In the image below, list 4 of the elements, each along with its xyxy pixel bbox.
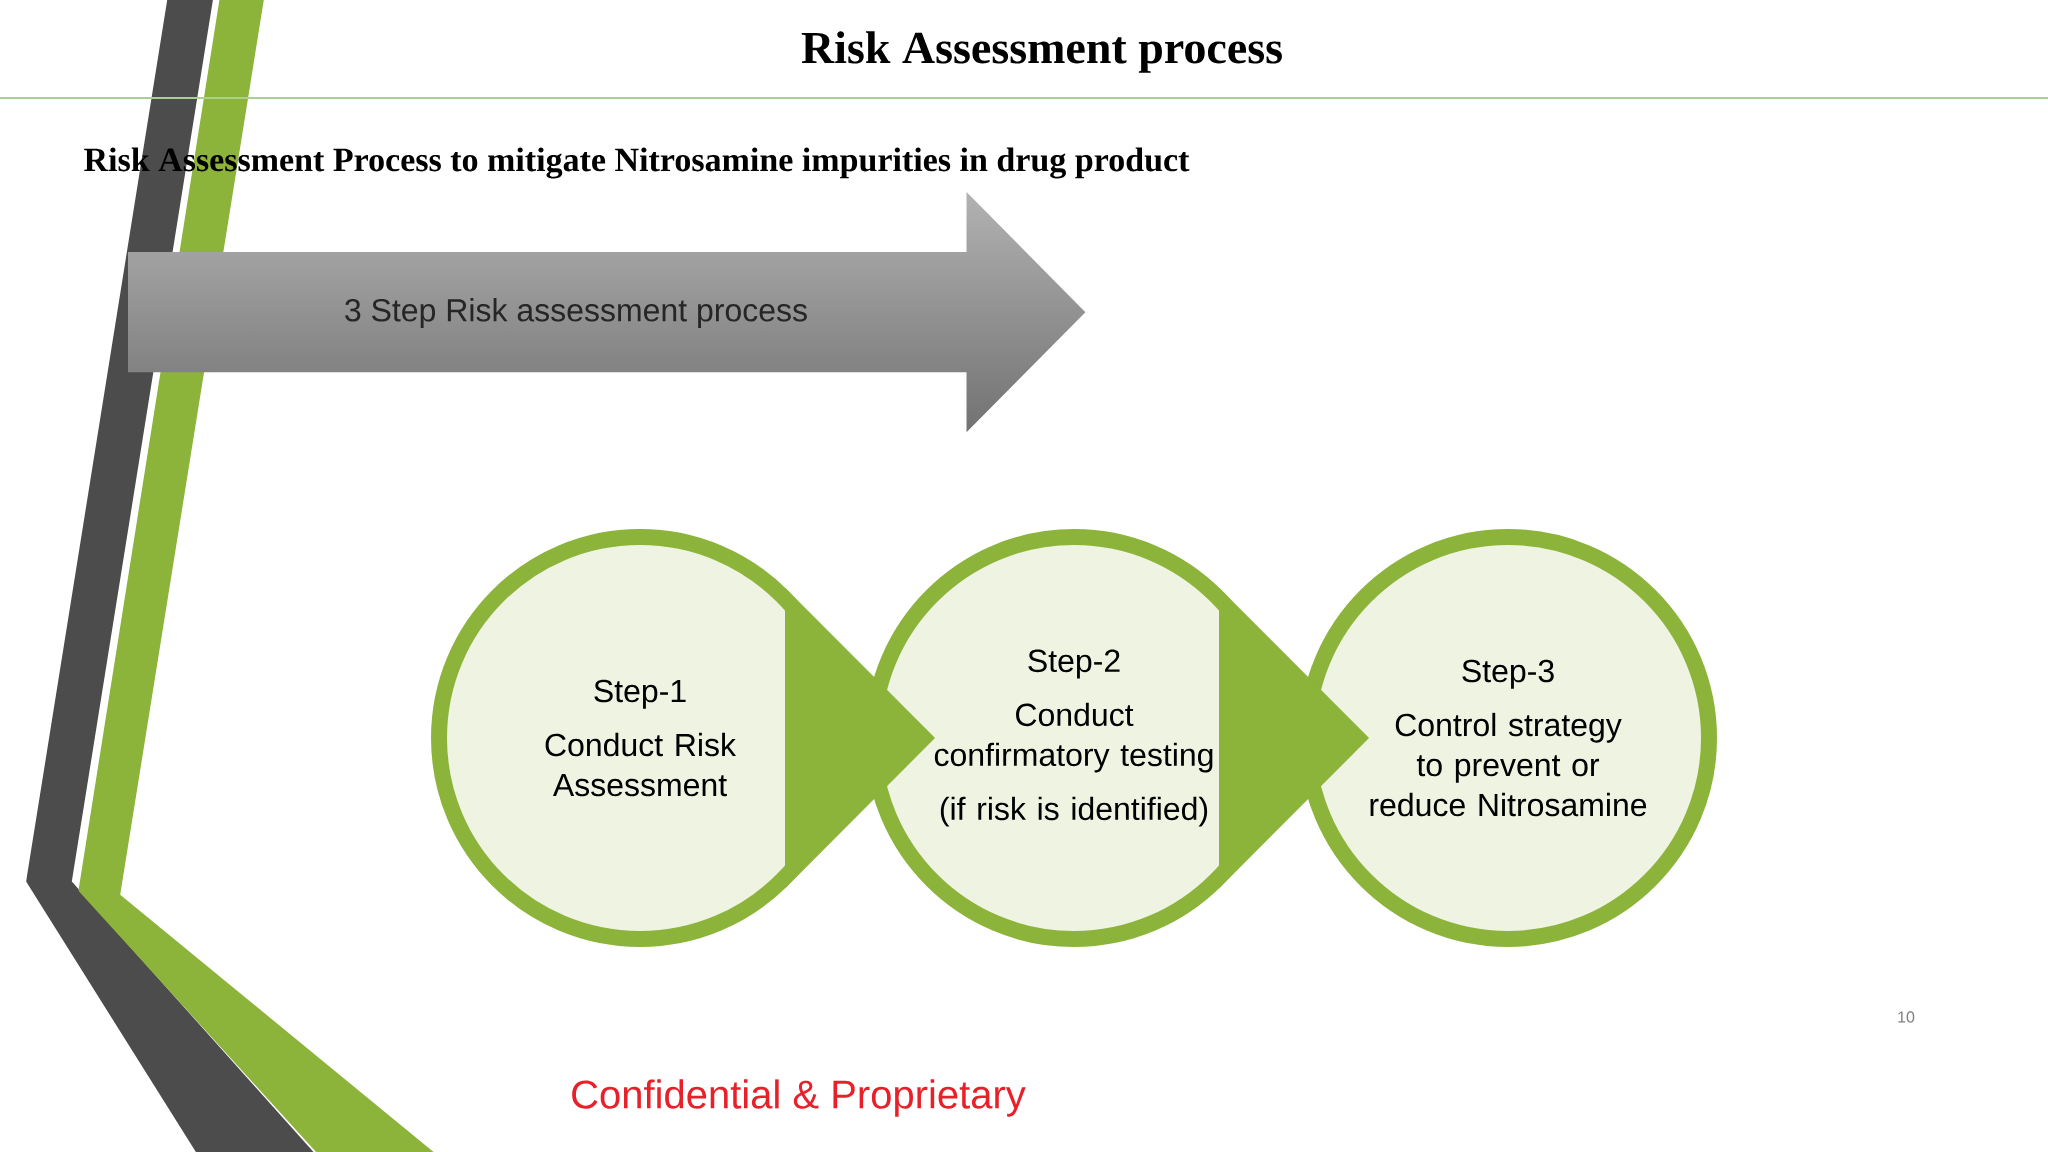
title: Risk Assessment process [801,31,1282,73]
page-number: 10 [1898,1011,1915,1023]
footer-note: Confidential & Proprietary [572,1079,1026,1117]
block-arrow: 3 Step Risk assessment process [345,298,807,328]
